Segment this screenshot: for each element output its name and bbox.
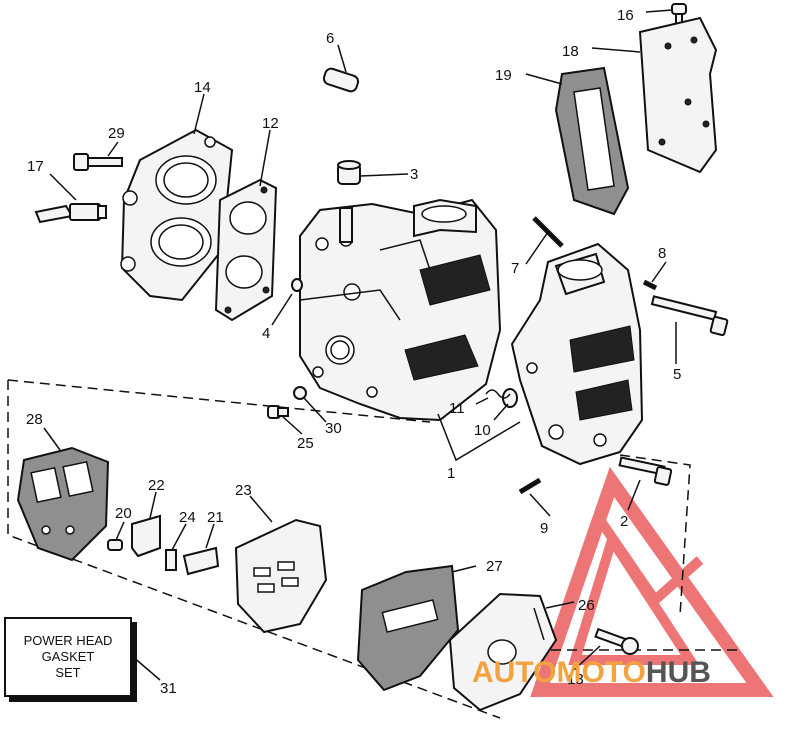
callout-22: 22 xyxy=(148,477,165,494)
pin-part-8 xyxy=(642,279,658,291)
crankcase-half-part xyxy=(510,242,644,466)
callout-6: 6 xyxy=(326,30,334,47)
cover-gasket-part xyxy=(554,66,630,216)
gasket-set-line-2: GASKET xyxy=(41,649,95,664)
callout-14: 14 xyxy=(194,79,211,96)
callout-26: 26 xyxy=(578,597,595,614)
callout-16: 16 xyxy=(617,7,634,24)
dowel-pin-part xyxy=(322,67,360,93)
callout-1: 1 xyxy=(447,465,455,482)
pin-part-9 xyxy=(518,477,542,495)
callout-17: 17 xyxy=(27,158,44,175)
callout-7: 7 xyxy=(511,260,519,277)
gasket-plate-part-28 xyxy=(16,446,110,562)
cylinder-block-part xyxy=(299,198,502,422)
gasket-set-box: POWER HEAD GASKET SET xyxy=(4,617,132,697)
exhaust-cover-part xyxy=(120,128,234,302)
svg-text:AUTOMOTOHUB: AUTOMOTOHUB xyxy=(472,656,711,689)
watermark-brand-hub: HUB xyxy=(646,656,711,689)
callout-25: 25 xyxy=(297,435,314,452)
callout-13: 13 xyxy=(567,671,584,688)
watermark-brand-moto: MOTO xyxy=(556,656,645,689)
plate-part-23 xyxy=(234,518,328,634)
callout-3: 3 xyxy=(410,166,418,183)
callout-11: 11 xyxy=(449,400,465,417)
callout-4: 4 xyxy=(262,325,270,342)
screw-part-16 xyxy=(671,3,687,25)
watermark-text: AUTOMOTOHUB xyxy=(472,656,711,689)
callout-2: 2 xyxy=(620,513,628,530)
clip-parts xyxy=(107,514,220,576)
callout-18: 18 xyxy=(562,43,579,60)
cover-plate-part xyxy=(638,16,718,174)
callout-28: 28 xyxy=(26,411,43,428)
dashed-assembly-outline xyxy=(7,379,740,719)
callout-23: 23 xyxy=(235,482,252,499)
watermark-logo xyxy=(530,466,774,697)
callout-30: 30 xyxy=(325,420,342,437)
callout-12: 12 xyxy=(262,115,279,132)
plug-part xyxy=(337,160,361,185)
gasket-set-line-1: POWER HEAD xyxy=(23,633,113,648)
callout-19: 19 xyxy=(495,67,512,84)
bolt-part-2 xyxy=(618,456,673,486)
head-gasket-part xyxy=(214,178,278,322)
callout-8: 8 xyxy=(658,245,666,262)
callout-10: 10 xyxy=(474,422,491,439)
leader-lines xyxy=(43,9,677,681)
callout-31: 31 xyxy=(160,680,177,697)
watermark-brand-auto: AUTO xyxy=(472,656,556,689)
callout-20: 20 xyxy=(115,505,132,522)
gasket-set-line-3: SET xyxy=(55,665,81,680)
callout-24: 24 xyxy=(179,509,196,526)
callout-27: 27 xyxy=(486,558,503,575)
callout-21: 21 xyxy=(207,509,224,526)
callout-9: 9 xyxy=(540,520,548,537)
cover-plate-part-13 xyxy=(448,592,639,712)
bolt-part-5 xyxy=(650,295,729,337)
callout-5: 5 xyxy=(673,366,681,383)
gasket-part-27 xyxy=(356,564,460,692)
spark-plug-part xyxy=(34,203,107,224)
bolt-part-29 xyxy=(73,153,123,171)
callout-29: 29 xyxy=(108,125,125,142)
